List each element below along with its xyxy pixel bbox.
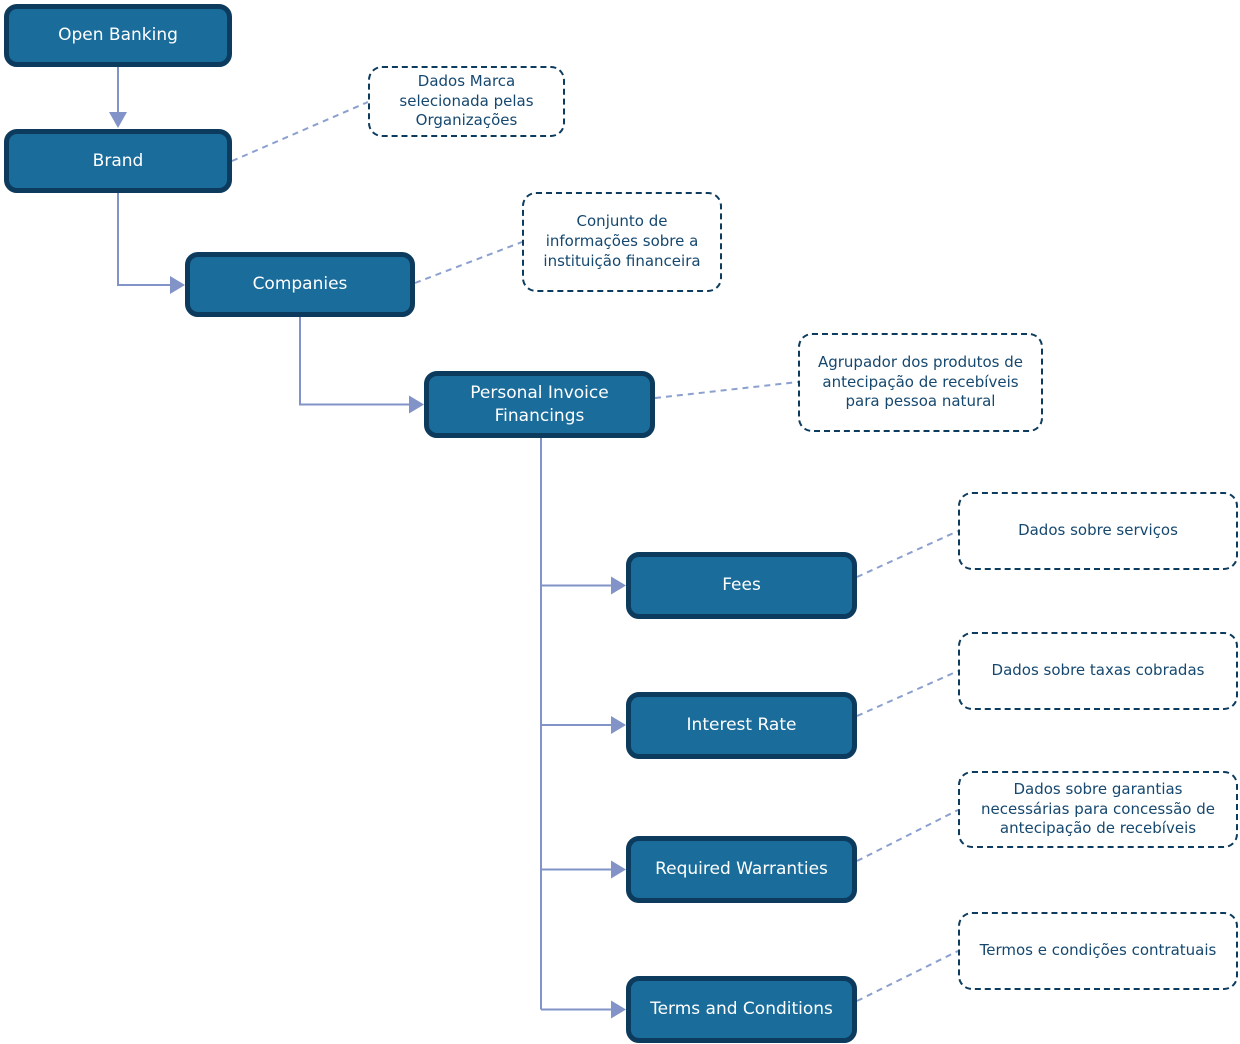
link-warranties-annotation bbox=[856, 809, 959, 862]
arrowhead-terms-and-conditions bbox=[611, 1000, 626, 1019]
arrowhead-interest-rate bbox=[611, 716, 626, 734]
node-companies: Companies bbox=[185, 252, 415, 317]
annotation-fees: Dados sobre serviços bbox=[958, 492, 1238, 570]
annotation-brand-text: Dados Marca selecionada pelas Organizaçõ… bbox=[399, 71, 534, 130]
link-companies-annotation bbox=[414, 241, 523, 284]
node-fees: Fees bbox=[626, 552, 857, 619]
annotation-interest-rate-text: Dados sobre taxas cobradas bbox=[991, 661, 1205, 680]
edge-brand-companies bbox=[117, 193, 170, 286]
node-brand: Brand bbox=[4, 129, 232, 193]
annotation-brand: Dados Marca selecionada pelas Organizaçõ… bbox=[368, 66, 565, 137]
arrowhead-companies bbox=[170, 276, 185, 294]
node-brand-label: Brand bbox=[92, 150, 144, 171]
node-fees-label: Fees bbox=[722, 575, 761, 596]
annotation-required-warranties: Dados sobre garantias necessárias para c… bbox=[958, 771, 1238, 848]
node-required-warranties: Required Warranties bbox=[626, 836, 857, 903]
annotation-personal-invoice-financings: Agrupador dos produtos de antecipação de… bbox=[798, 333, 1043, 432]
node-required-warranties-label: Required Warranties bbox=[655, 859, 828, 880]
annotation-fees-text: Dados sobre serviços bbox=[1018, 521, 1178, 540]
link-terms-annotation bbox=[856, 950, 959, 1002]
arrowhead-required-warranties bbox=[611, 860, 626, 879]
node-terms-and-conditions-label: Terms and Conditions bbox=[650, 999, 833, 1020]
edge-companies-pif bbox=[299, 317, 409, 406]
link-interest-annotation bbox=[856, 670, 959, 717]
annotation-terms-and-conditions: Termos e condições contratuais bbox=[958, 912, 1238, 990]
annotation-companies: Conjunto de informações sobre a institui… bbox=[522, 192, 722, 292]
node-terms-and-conditions: Terms and Conditions bbox=[626, 976, 857, 1043]
node-open-banking: Open Banking bbox=[4, 4, 232, 67]
annotation-personal-invoice-financings-text: Agrupador dos produtos de antecipação de… bbox=[817, 352, 1024, 411]
arrowhead-pif bbox=[409, 395, 424, 414]
node-interest-rate: Interest Rate bbox=[626, 692, 857, 759]
link-fees-annotation bbox=[856, 530, 959, 578]
link-brand-annotation bbox=[231, 101, 369, 162]
arrowhead-fees bbox=[611, 576, 626, 595]
node-open-banking-label: Open Banking bbox=[58, 25, 178, 46]
arrowhead-brand bbox=[109, 112, 127, 128]
node-personal-invoice-financings-label: Personal Invoice Financings bbox=[470, 383, 609, 426]
annotation-companies-text: Conjunto de informações sobre a institui… bbox=[543, 212, 701, 270]
node-interest-rate-label: Interest Rate bbox=[686, 715, 797, 736]
annotation-required-warranties-text: Dados sobre garantias necessárias para c… bbox=[981, 779, 1215, 838]
node-personal-invoice-financings: Personal Invoice Financings bbox=[424, 371, 655, 438]
link-pif-annotation bbox=[654, 381, 799, 399]
annotation-terms-and-conditions-text: Termos e condições contratuais bbox=[979, 941, 1217, 960]
annotation-interest-rate: Dados sobre taxas cobradas bbox=[958, 632, 1238, 710]
node-companies-label: Companies bbox=[252, 274, 348, 295]
